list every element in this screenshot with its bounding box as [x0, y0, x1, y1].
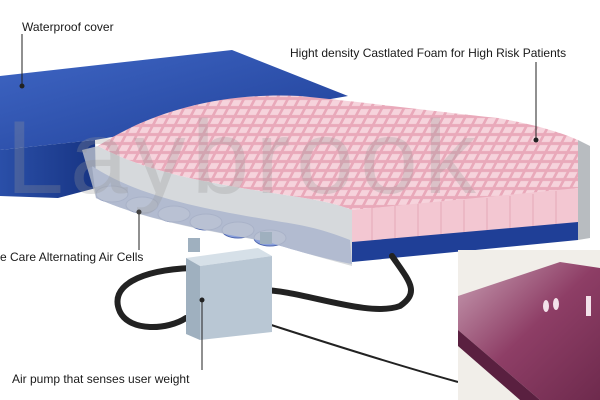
waterproof-cover: [0, 50, 348, 198]
leader-lines: [21, 34, 537, 370]
air-pump-box: [186, 232, 272, 340]
label-air-pump: Air pump that senses user weight: [12, 372, 190, 386]
label-waterproof-cover: Waterproof cover: [22, 20, 114, 34]
air-hose: [259, 253, 414, 312]
castellated-foam-top: [98, 95, 578, 210]
label-foam: Hight density Castlated Foam for High Ri…: [290, 46, 567, 60]
mattress-casing: [82, 146, 352, 266]
power-cable: [261, 321, 459, 383]
leader-dots: [19, 83, 539, 303]
cover-side: [0, 140, 96, 198]
product-photo: [458, 250, 600, 400]
label-air-cells: e Care Alternating Air Cells: [0, 250, 144, 264]
base-strip: [352, 222, 578, 262]
cover-top: [0, 50, 348, 150]
casing-edge: [578, 140, 590, 240]
air-hose-left: [114, 265, 195, 330]
